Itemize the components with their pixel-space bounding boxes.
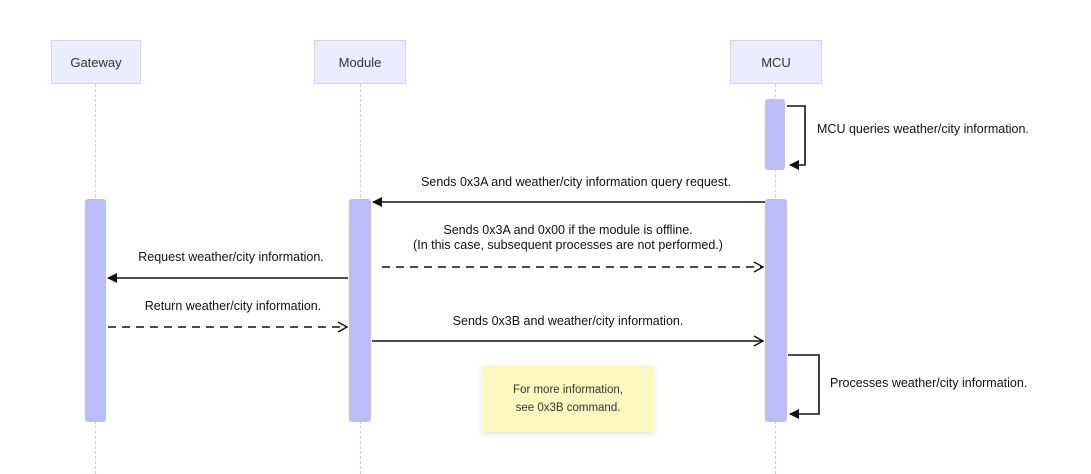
label-request-gateway: Request weather/city information. — [138, 250, 324, 264]
activation-mcu-main — [765, 199, 787, 422]
activation-module — [349, 199, 371, 422]
label-return-gateway: Return weather/city information. — [144, 299, 322, 313]
label-process: Processes weather/city information. — [830, 376, 1028, 390]
participant-mcu-label: MCU — [761, 54, 791, 70]
label-query-request: Sends 0x3A and weather/city information … — [421, 175, 731, 189]
label-mcu-self-query: MCU queries weather/city information. — [817, 122, 1029, 136]
note-line2: see 0x3B command. — [515, 402, 621, 414]
note-line1: For more information, — [513, 384, 623, 396]
participant-module: Module — [314, 40, 406, 84]
activation-gateway — [85, 199, 106, 422]
note-more-info: For more information, see 0x3B command. — [482, 366, 654, 432]
activation-mcu-query — [765, 99, 785, 170]
arrow-mcu-self-process — [788, 354, 820, 419]
participant-gateway-label: Gateway — [70, 54, 122, 70]
label-offline-line1: Sends 0x3A and 0x00 if the module is off… — [443, 223, 693, 237]
participant-gateway: Gateway — [51, 40, 141, 84]
participant-mcu: MCU — [730, 40, 822, 84]
label-send-3b: Sends 0x3B and weather/city information. — [452, 314, 684, 328]
arrow-mcu-self-query — [787, 105, 806, 170]
participant-module-label: Module — [338, 54, 382, 70]
label-offline-line2: (In this case, subsequent processes are … — [413, 238, 723, 252]
